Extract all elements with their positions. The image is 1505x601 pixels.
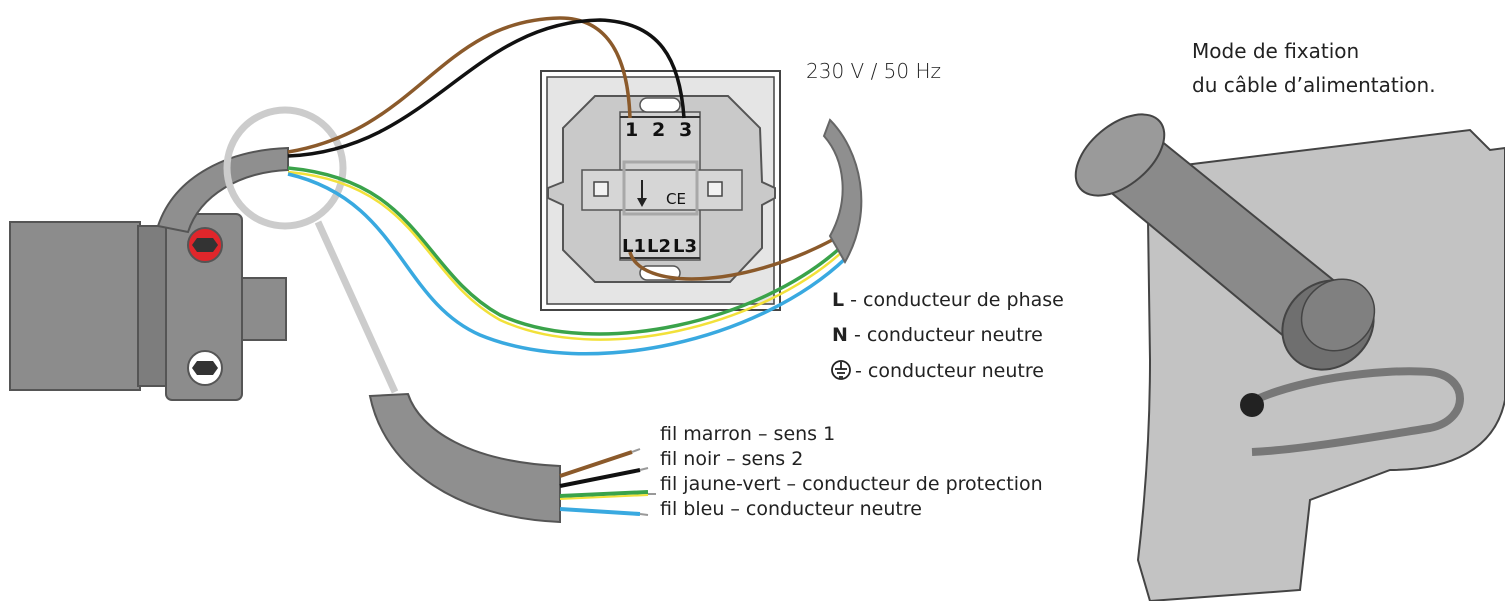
wire-label-brown: fil marron – sens 1 [660, 423, 835, 445]
bolt-white-icon [187, 350, 223, 386]
cable-hole-icon [1240, 393, 1264, 417]
supply-cable [822, 118, 863, 265]
cable-end-wires [559, 450, 649, 516]
terminal-1: 1 [625, 119, 638, 141]
wire-bundle [287, 16, 848, 356]
bolt-red-icon [187, 227, 223, 263]
legend-text-n: - conducteur neutre [848, 324, 1043, 346]
terminal-3: 3 [679, 119, 692, 141]
mount-caption-line1: Mode de fixation [1192, 39, 1359, 63]
motor-cable [156, 146, 289, 234]
terminal-l3: L3 [673, 236, 697, 257]
tube [1074, 113, 1376, 371]
svg-text:N - conducteur neutre: N - conducteur neutre [832, 324, 1043, 346]
switch-unit: CE 1 2 3 L1 L2 L3 [540, 70, 781, 311]
mount-caption-line2: du câble d’alimentation. [1192, 73, 1436, 97]
legend-letter-n: N [832, 324, 848, 346]
wire-label-green: fil jaune-vert – conducteur de protectio… [660, 473, 1043, 495]
direction-arrow-icon [637, 180, 647, 207]
svg-text:L - conducteur de phase: L - conducteur de phase [832, 289, 1064, 311]
wire-blue [287, 172, 848, 356]
terminal-2: 2 [652, 119, 665, 141]
wire-label-blue: fil bleu – conducteur neutre [660, 498, 922, 520]
wire-brown-l1 [628, 236, 837, 281]
wire-label-black: fil noir – sens 2 [660, 448, 803, 470]
earth-icon [831, 360, 851, 380]
legend-text-earth: - conducteur neutre [855, 360, 1044, 382]
ce-mark: CE [666, 190, 686, 208]
wire-black [287, 18, 686, 158]
legend-letter-l: L [832, 289, 844, 311]
cable-end [368, 392, 561, 524]
terminal-l2: L2 [647, 236, 671, 257]
wire-yellow-green [287, 166, 842, 336]
magnifier-callout [223, 106, 399, 394]
wire-labels: fil marron – sens 1 fil noir – sens 2 fi… [660, 423, 1043, 520]
legend: L - conducteur de phase N - conducteur n… [831, 289, 1064, 382]
legend-text-l: - conducteur de phase [844, 289, 1064, 311]
terminal-l1: L1 [622, 236, 646, 257]
motor [9, 213, 287, 401]
wire-brown [287, 16, 632, 154]
supply-label: 230 V / 50 Hz [806, 59, 941, 83]
